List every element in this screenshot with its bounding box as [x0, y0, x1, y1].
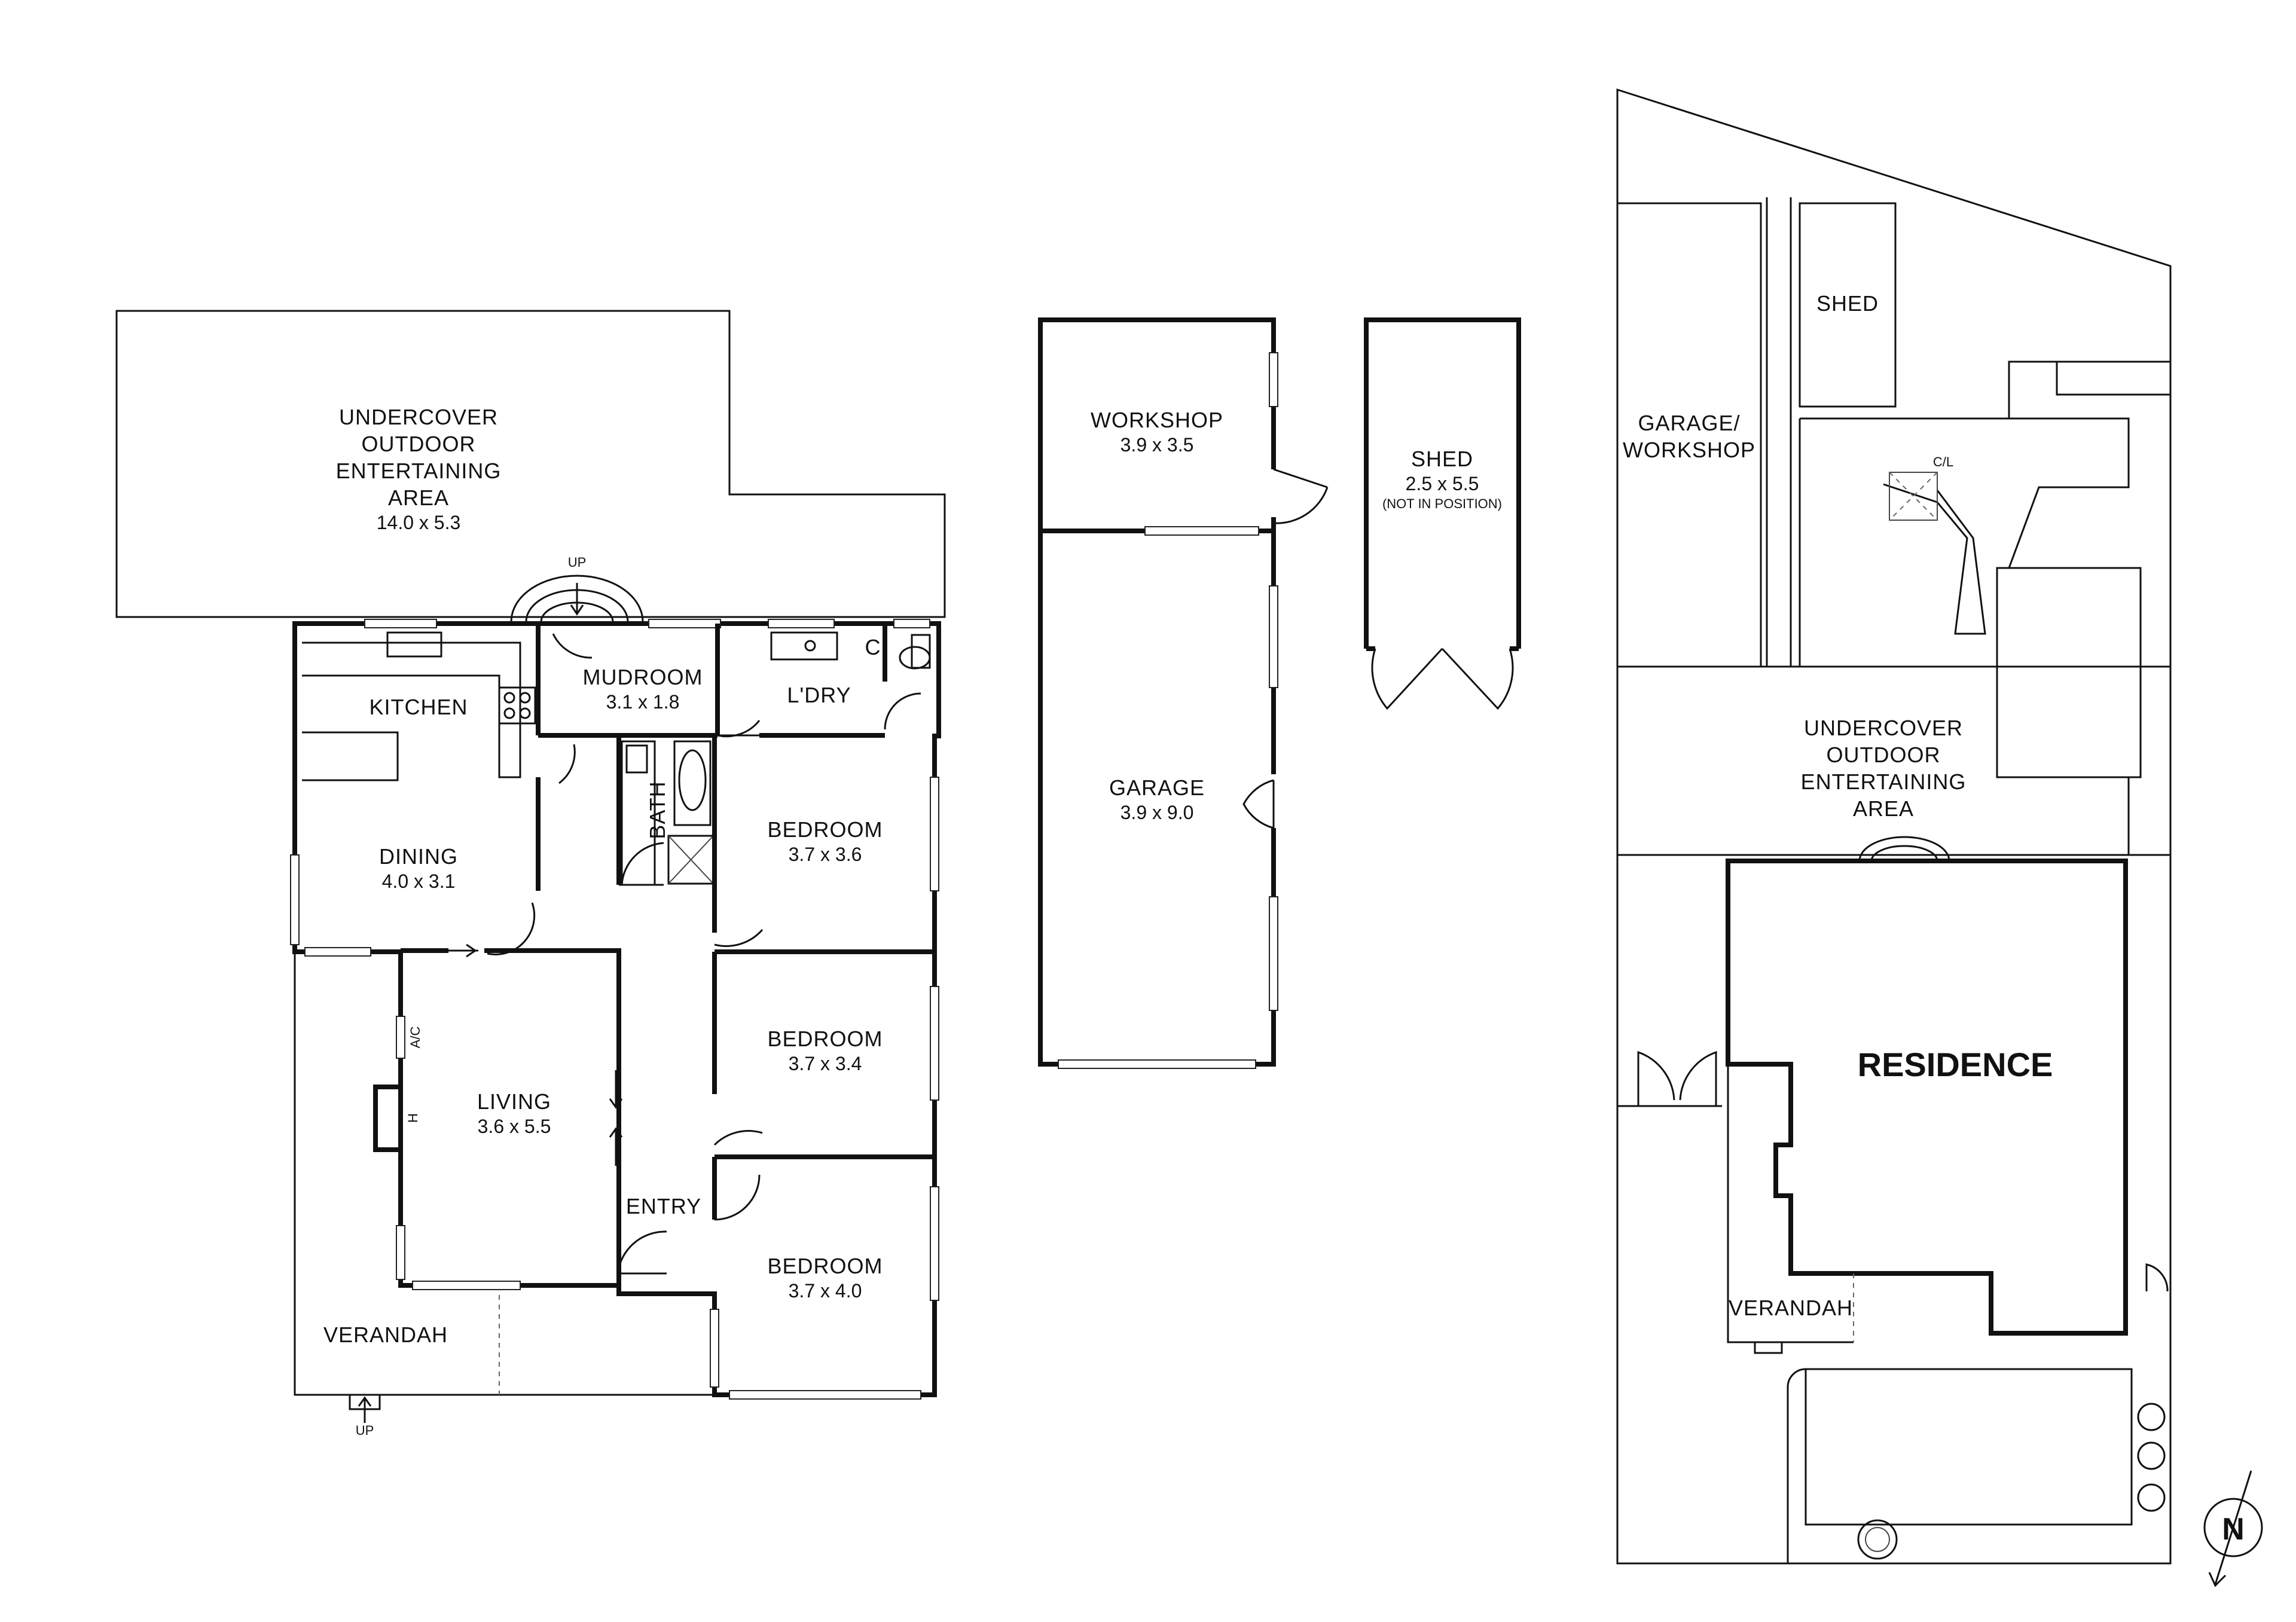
site-undercover-line-2: OUTDOOR	[1827, 743, 1941, 767]
bedroom-1-label: BEDROOM	[767, 817, 883, 842]
shed-label: SHED	[1411, 447, 1473, 471]
site-verandah-label: VERANDAH	[1729, 1296, 1853, 1320]
laundry-bath	[616, 624, 931, 886]
living-size: 3.6 x 5.5	[478, 1116, 551, 1137]
residence-label: RESIDENCE	[1858, 1046, 2053, 1083]
heater-label: H	[405, 1113, 420, 1123]
garage-label: GARAGE	[1109, 775, 1205, 800]
up-label-verandah: UP	[356, 1423, 374, 1438]
bedrooms	[618, 735, 935, 1275]
shed-note: (NOT IN POSITION)	[1382, 496, 1502, 511]
closet-label: C	[865, 635, 881, 659]
site-undercover-line-1: UNDERCOVER	[1804, 716, 1963, 740]
undercover-line-4: AREA	[388, 485, 449, 510]
workshop-size: 3.9 x 3.5	[1120, 434, 1194, 456]
garage-workshop-plan: WORKSHOP 3.9 x 3.5 GARAGE 3.9 x 9.0	[1038, 317, 1329, 1069]
dining-label: DINING	[379, 844, 458, 869]
shed-plan: SHED 2.5 x 5.5 (NOT IN POSITION)	[1364, 317, 1521, 710]
mudroom	[510, 575, 761, 784]
site-shed-label: SHED	[1816, 291, 1879, 316]
site-undercover-line-4: AREA	[1853, 796, 1914, 821]
mudroom-size: 3.1 x 1.8	[606, 691, 680, 713]
undercover-line-3: ENTERTAINING	[336, 459, 502, 483]
residence-outline	[1726, 859, 2128, 1336]
up-label-mudroom: UP	[568, 555, 587, 570]
site-garage-label-1: GARAGE/	[1638, 411, 1740, 435]
mudroom-label: MUDROOM	[583, 665, 703, 689]
bedroom-2-label: BEDROOM	[767, 1027, 883, 1051]
dining-size: 4.0 x 3.1	[382, 870, 456, 892]
undercover-size: 14.0 x 5.3	[377, 512, 461, 533]
house-floor-plan: UNDERCOVER OUTDOOR ENTERTAINING AREA 14.…	[115, 310, 946, 1438]
undercover-area-outline	[115, 310, 946, 618]
clothesline-label: C/L	[1933, 454, 1953, 469]
site-boundary	[1616, 88, 2172, 1565]
bedroom-2-size: 3.7 x 3.4	[789, 1053, 862, 1074]
site-plan: SHED GARAGE/ WORKSHOP C/L UNDERCOVER OUT…	[1616, 88, 2263, 1587]
shed-size: 2.5 x 5.5	[1406, 473, 1479, 494]
living-room	[349, 1016, 623, 1423]
undercover-line-1: UNDERCOVER	[339, 405, 498, 429]
bedroom-1-size: 3.7 x 3.6	[789, 844, 862, 865]
bedroom-3-label: BEDROOM	[767, 1254, 883, 1278]
workshop-label: WORKSHOP	[1091, 408, 1223, 432]
kitchen-dining	[302, 624, 621, 1285]
entry-label: ENTRY	[626, 1194, 701, 1218]
north-arrow-icon: N	[2203, 1470, 2263, 1587]
bath-label: BATH	[645, 781, 670, 839]
bedroom-3-size: 3.7 x 4.0	[789, 1280, 862, 1302]
house-windows	[290, 619, 939, 1400]
garage-size: 3.9 x 9.0	[1120, 802, 1194, 823]
kitchen-label: KITCHEN	[369, 695, 468, 719]
undercover-line-2: OUTDOOR	[362, 432, 476, 456]
site-undercover-line-3: ENTERTAINING	[1801, 769, 1967, 794]
verandah-outline	[294, 952, 715, 1396]
ac-label: A/C	[408, 1027, 423, 1049]
north-arrow-label: N	[2222, 1512, 2245, 1547]
laundry-label: L'DRY	[787, 683, 851, 707]
living-label: LIVING	[477, 1089, 551, 1114]
site-garage-label-2: WORKSHOP	[1623, 438, 1755, 462]
verandah-label: VERANDAH	[323, 1322, 448, 1347]
